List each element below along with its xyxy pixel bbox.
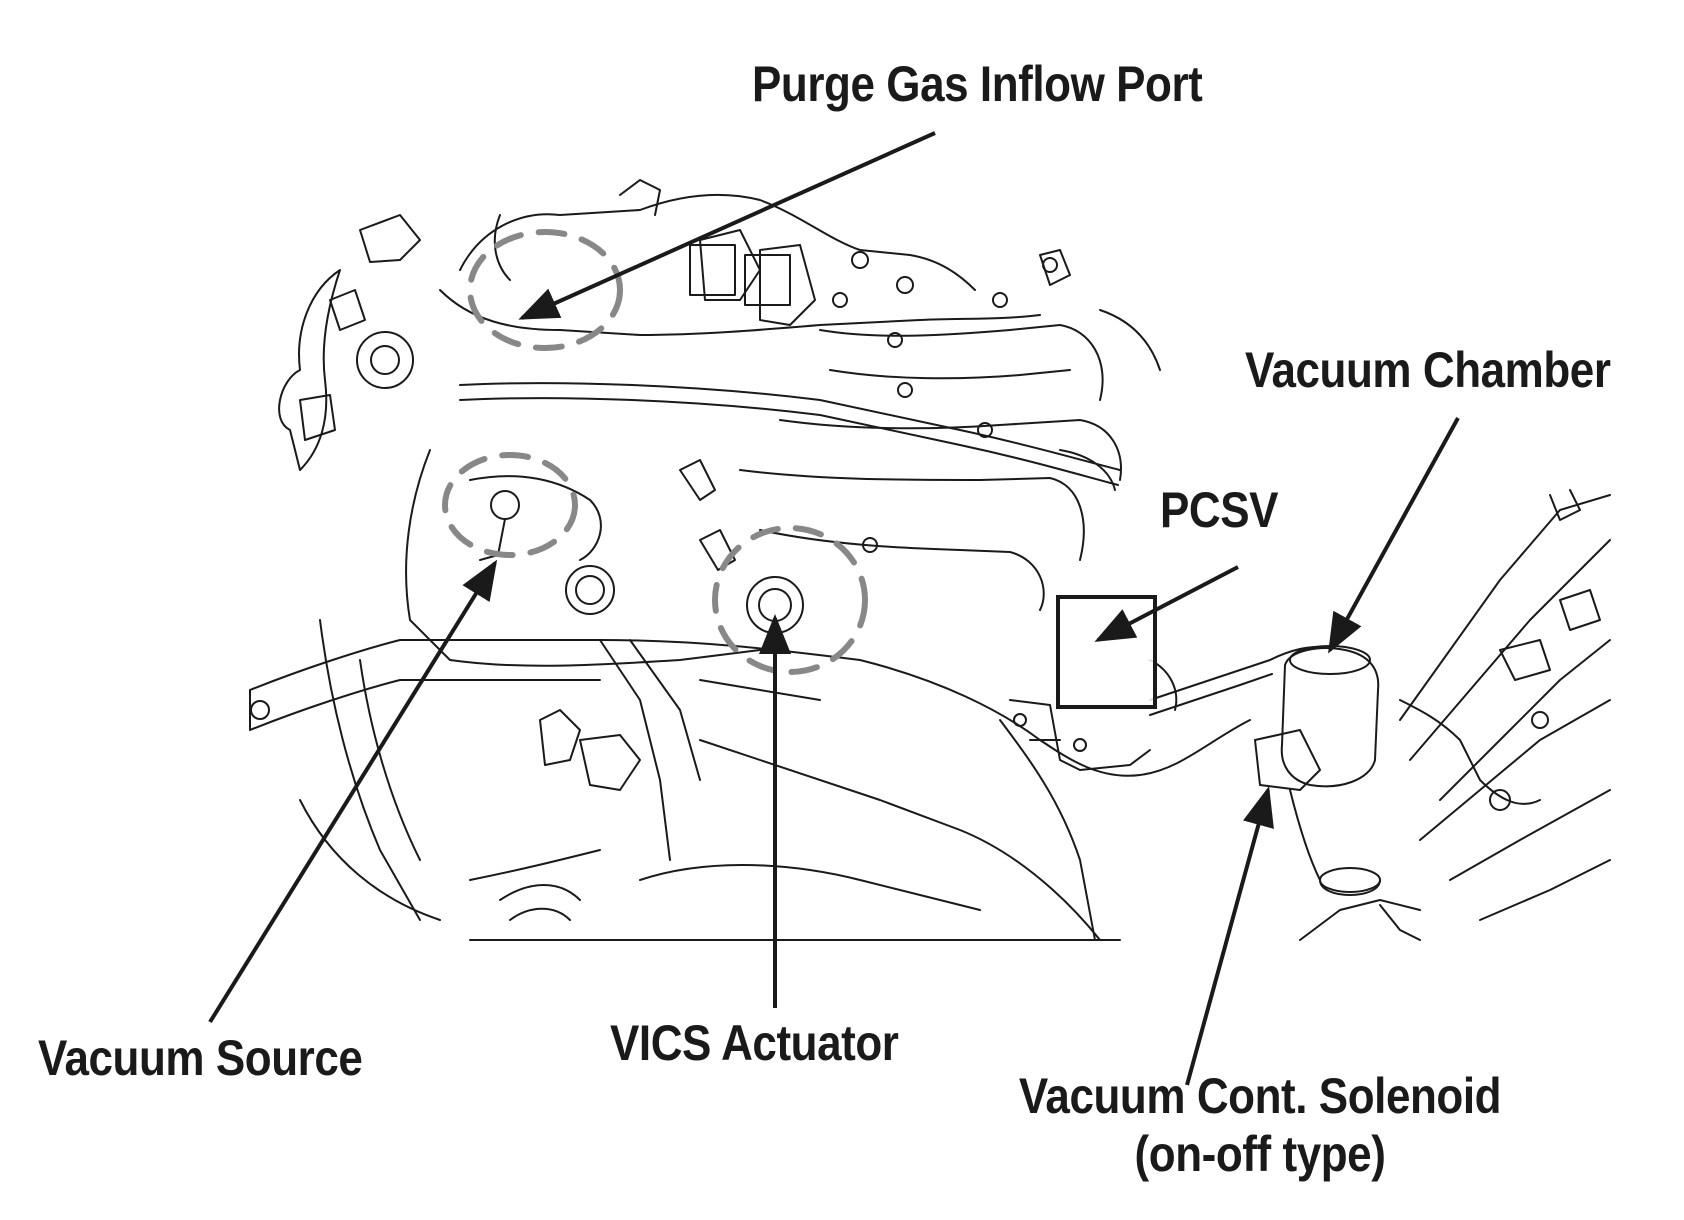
label-vacuum-source: Vacuum Source bbox=[38, 1030, 363, 1086]
vacuum-hose bbox=[1149, 646, 1326, 701]
lower-frame bbox=[249, 639, 1251, 777]
pcsv-bracket bbox=[1009, 699, 1151, 771]
vacuum-cont-solenoid bbox=[1254, 729, 1321, 791]
vacuum-tube bbox=[459, 382, 1121, 471]
vics-actuator-highlight bbox=[712, 525, 868, 675]
throttle-body bbox=[278, 269, 341, 471]
firewall bbox=[1399, 494, 1611, 721]
purge-port-highlight bbox=[467, 229, 623, 351]
arrow-purge-gas-inflow-port bbox=[518, 131, 936, 320]
arrow-vacuum-source bbox=[208, 559, 498, 1024]
label-pcsv: PCSV bbox=[1160, 482, 1279, 538]
highlight-circles bbox=[442, 229, 868, 675]
intake-plenum bbox=[459, 193, 976, 291]
label-vics-actuator: VICS Actuator bbox=[610, 1015, 899, 1071]
label-vacuum-cont-solenoid-line1: Vacuum Cont. Solenoid bbox=[1018, 1068, 1502, 1124]
arrow-vacuum-chamber bbox=[1328, 417, 1460, 654]
arrow-pcsv bbox=[1094, 565, 1239, 642]
vacuum-source-port bbox=[490, 490, 520, 520]
engine-block bbox=[405, 449, 761, 667]
label-vacuum-cont-solenoid: Vacuum Cont. Solenoid (on-off type) bbox=[996, 1068, 1524, 1183]
leader-arrows bbox=[208, 131, 1460, 1086]
pcsv-box bbox=[1056, 595, 1157, 709]
vacuum-chamber bbox=[1280, 647, 1380, 788]
label-vacuum-chamber: Vacuum Chamber bbox=[1245, 342, 1611, 398]
vacuum-source-highlight bbox=[442, 452, 578, 558]
throttle-motor bbox=[356, 331, 414, 389]
intake-runners bbox=[819, 324, 1104, 401]
label-purge-gas-inflow-port: Purge Gas Inflow Port bbox=[752, 56, 1203, 112]
label-vacuum-cont-solenoid-line2: (on-off type) bbox=[1134, 1125, 1386, 1182]
engine-drawing bbox=[249, 179, 1611, 941]
arrow-vacuum-cont-solenoid bbox=[1185, 786, 1274, 1086]
